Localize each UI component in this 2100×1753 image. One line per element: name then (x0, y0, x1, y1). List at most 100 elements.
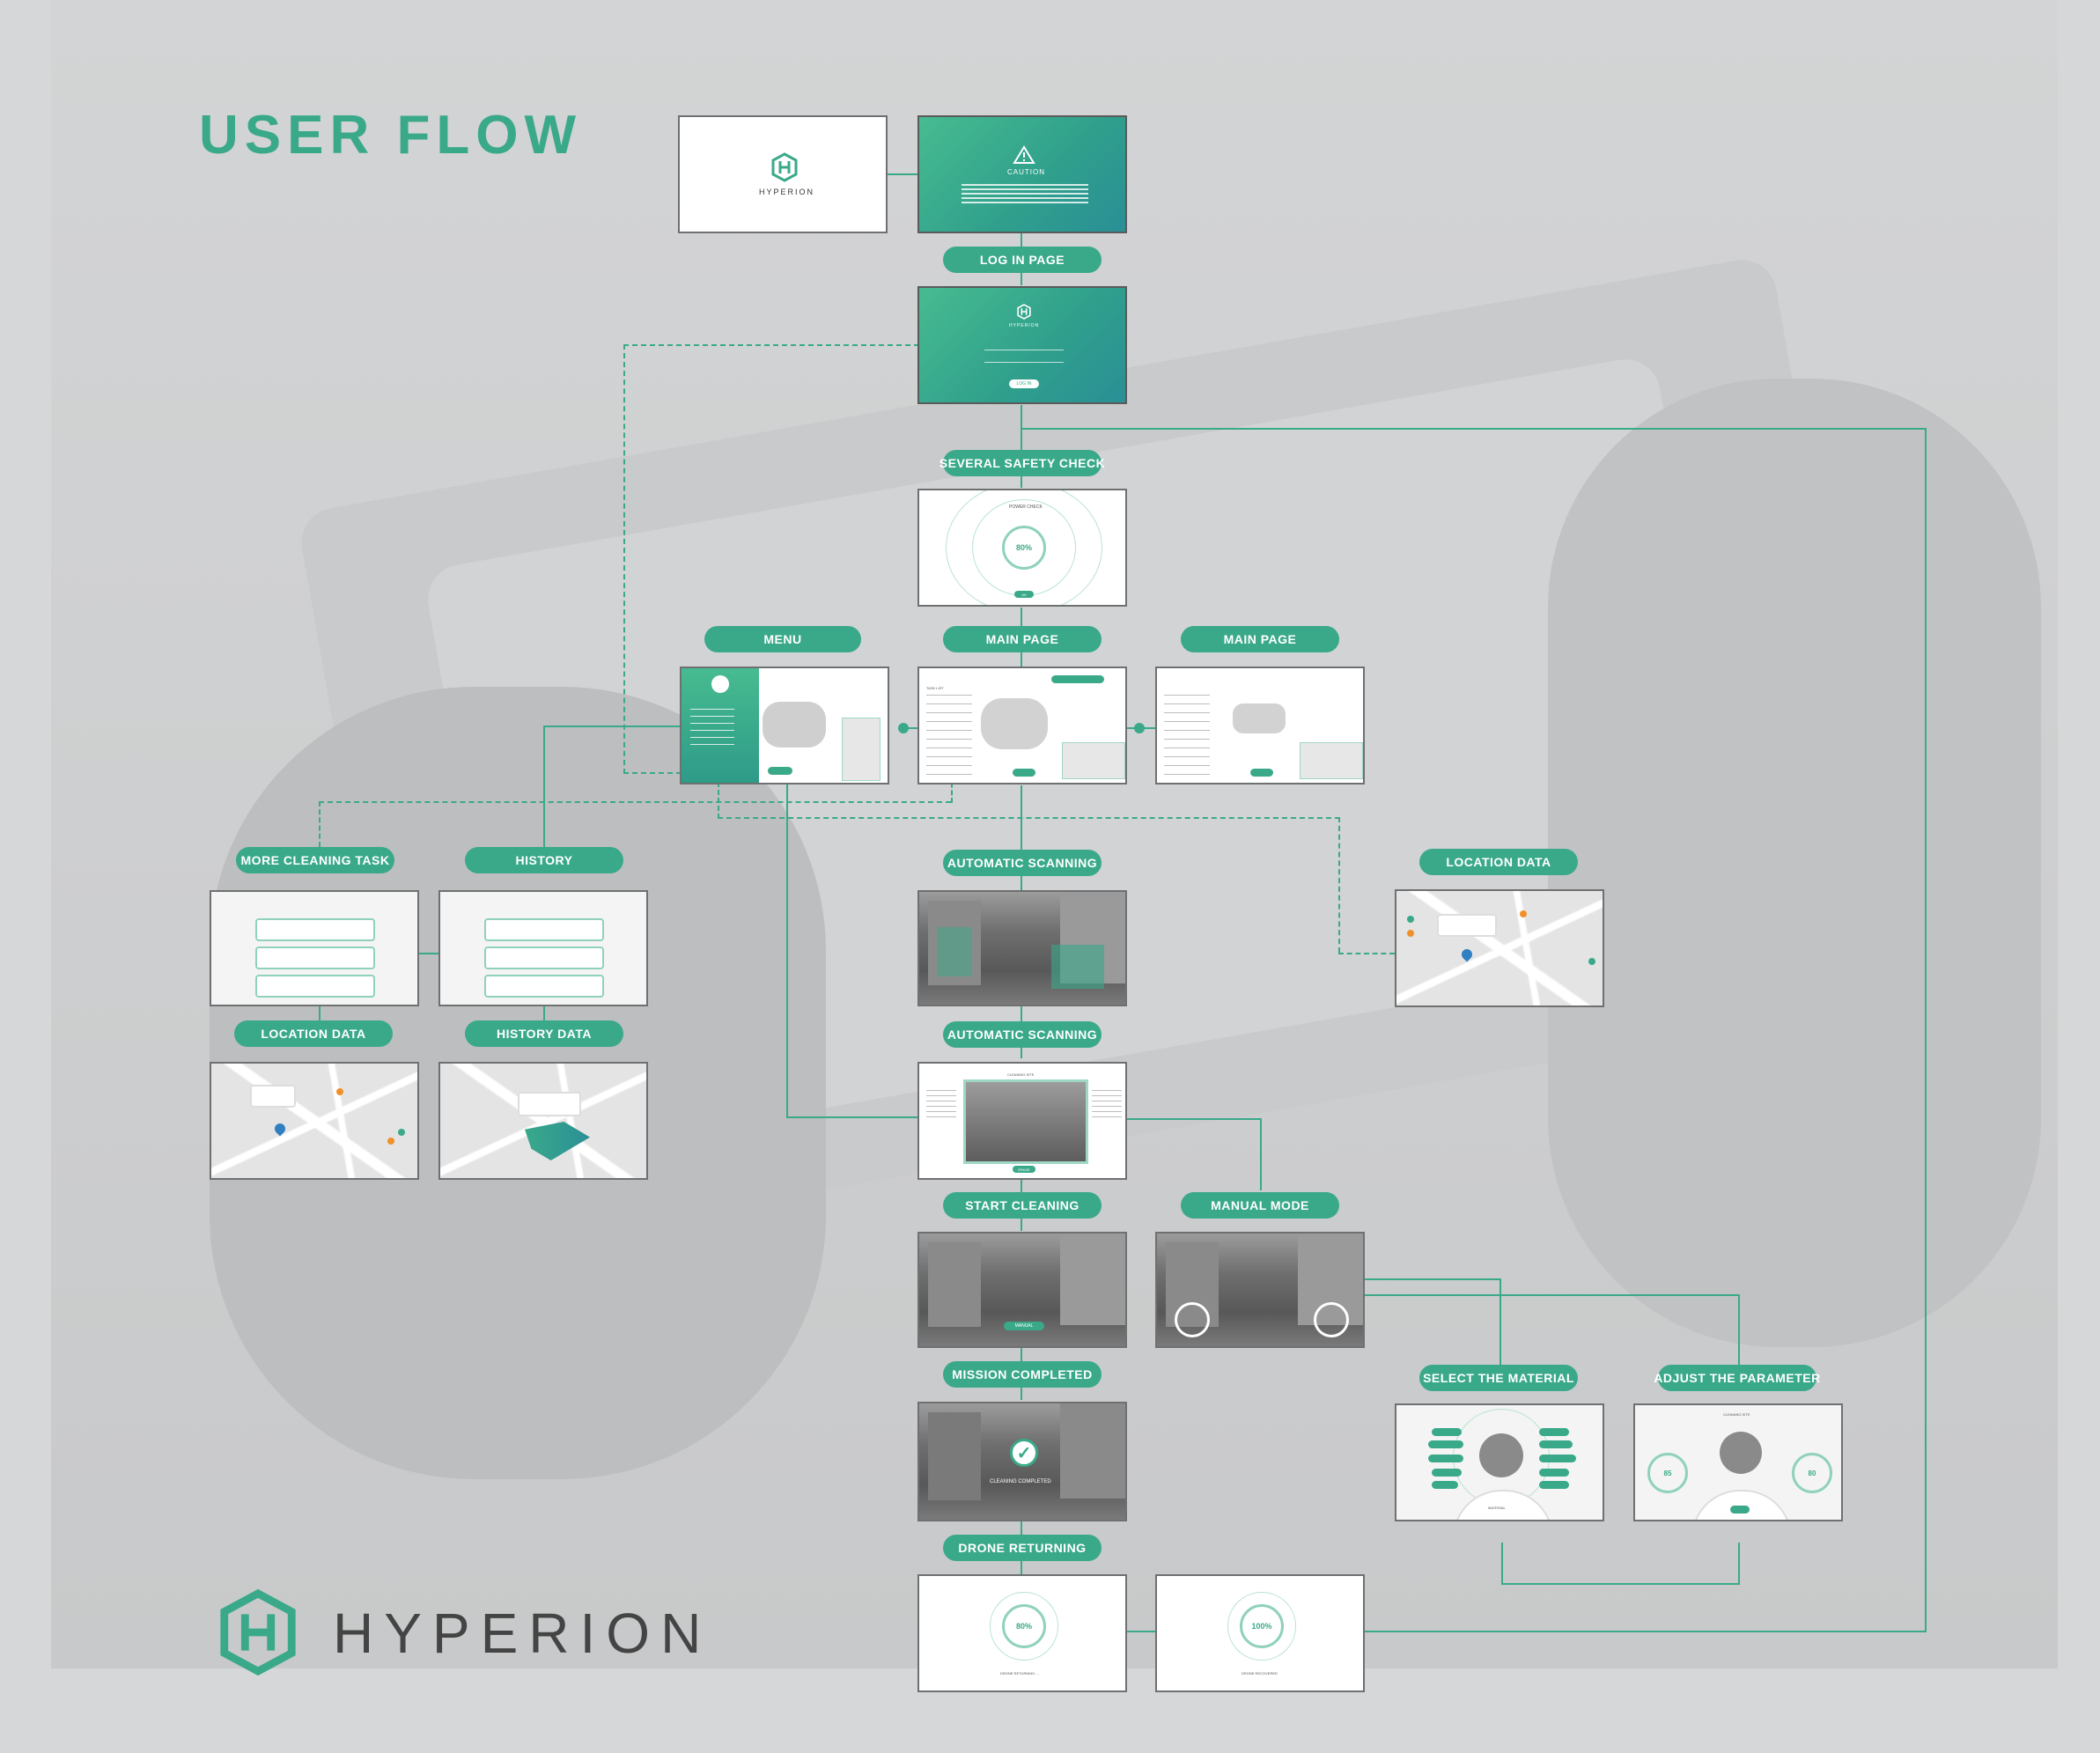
task-list[interactable] (926, 695, 972, 779)
password-field[interactable] (984, 362, 1064, 363)
splash-screen[interactable]: HYPERION (678, 115, 888, 233)
dashed-connector (1338, 953, 1395, 954)
param-dial-right[interactable]: 80 (1792, 1453, 1832, 1493)
joystick-right[interactable] (1314, 1302, 1349, 1337)
start-button[interactable] (1250, 769, 1273, 777)
material-option[interactable] (1432, 1481, 1458, 1489)
scan-overlay (1051, 945, 1104, 989)
joystick-left[interactable] (1175, 1302, 1210, 1337)
connector (786, 1116, 918, 1118)
connector (1501, 1543, 1503, 1585)
material-option[interactable] (1432, 1469, 1462, 1477)
param-dial-left[interactable]: 85 (1647, 1453, 1688, 1493)
material-option[interactable] (1539, 1481, 1569, 1489)
connector (543, 1005, 545, 1030)
map[interactable] (1396, 891, 1603, 1005)
history-data-screen (438, 1062, 648, 1180)
start-button[interactable] (1013, 769, 1035, 777)
progress-ring-outer (946, 490, 1102, 605)
label-start-cleaning: START CLEANING (943, 1192, 1102, 1219)
label-menu: MENU (704, 626, 861, 652)
material-option[interactable] (1539, 1455, 1576, 1462)
site-photo (963, 1079, 1088, 1164)
map[interactable] (440, 1064, 646, 1178)
connector (886, 173, 919, 175)
adjust-parameter-screen: CLEANING SITE 85 80 (1633, 1403, 1843, 1521)
history-card[interactable] (484, 975, 604, 998)
dashed-connector (319, 801, 321, 847)
material-option[interactable] (1428, 1440, 1463, 1448)
label-history-data: HISTORY DATA (465, 1020, 623, 1047)
status-pill (1051, 675, 1104, 683)
label-location-data-left: LOCATION DATA (234, 1020, 393, 1047)
history-card[interactable] (484, 946, 604, 969)
photo-building (1060, 1403, 1125, 1499)
start-button[interactable] (768, 767, 792, 775)
drone-returning-screen: 80% DRONE RETURNING ... (917, 1574, 1127, 1692)
menu-sidebar (682, 668, 759, 783)
material-option[interactable] (1539, 1469, 1569, 1477)
main-page-screen: TASK LIST (917, 667, 1127, 784)
return-caption-1: DRONE RETURNING ... (1000, 1671, 1039, 1676)
connector (1738, 1294, 1740, 1366)
label-manual-mode: MANUAL MODE (1181, 1192, 1339, 1219)
drone-recovered-screen: 100% DRONE RECOVERED (1155, 1574, 1365, 1692)
location-data-right-screen (1395, 889, 1604, 1007)
label-automatic-scanning-1: AUTOMATIC SCANNING (943, 850, 1102, 876)
menu-items[interactable] (690, 709, 734, 748)
task-card[interactable] (255, 918, 375, 941)
param-right-value: 80 (1808, 1469, 1816, 1477)
mini-map (842, 718, 881, 781)
connector (419, 953, 440, 954)
marker-dot (1407, 916, 1414, 923)
connector (898, 727, 919, 729)
connector (1365, 1278, 1501, 1280)
label-mission-completed: MISSION COMPLETED (943, 1361, 1102, 1388)
label-adjust-parameter: ADJUST THE PARAMETER (1654, 1365, 1820, 1391)
param-confirm-button[interactable] (1730, 1506, 1750, 1514)
mission-completed-screen: ✓ CLEANING COMPLETED (917, 1402, 1127, 1521)
background-hand-right (1548, 379, 2041, 1347)
task-list[interactable] (1164, 695, 1210, 779)
material-option[interactable] (1539, 1428, 1569, 1436)
material-option[interactable] (1432, 1428, 1462, 1436)
hexagon-logo-icon (771, 152, 798, 182)
connector (1021, 785, 1022, 891)
label-history: HISTORY (465, 847, 623, 873)
dashed-connector (718, 817, 1340, 819)
material-option[interactable] (1428, 1455, 1463, 1462)
progress-ring-inner: 100% (1240, 1604, 1284, 1648)
location-data-left-screen (210, 1062, 419, 1180)
safety-ok-button[interactable]: OK (1014, 591, 1034, 598)
vehicle-image (763, 702, 826, 748)
marker-dot (387, 1138, 394, 1145)
cleaning-site-screen: CLEANING SITE ERASE (917, 1062, 1127, 1180)
task-card[interactable] (255, 975, 375, 998)
caution-text-block (962, 184, 1088, 205)
marker-dot (336, 1088, 343, 1095)
connector (1365, 1631, 1927, 1632)
map[interactable] (211, 1064, 417, 1178)
material-option[interactable] (1539, 1440, 1573, 1448)
label-location-data-right: LOCATION DATA (1419, 849, 1578, 875)
history-screen (438, 890, 648, 1006)
label-select-material: SELECT THE MATERIAL (1419, 1365, 1578, 1391)
progress-ring-inner: 80% (1002, 526, 1046, 570)
history-card[interactable] (484, 918, 604, 941)
task-card[interactable] (255, 946, 375, 969)
photo-building (928, 1412, 981, 1500)
manual-badge[interactable]: MANUAL (1004, 1322, 1044, 1330)
scan-overlay (937, 927, 972, 976)
login-button[interactable]: LOG IN (1009, 379, 1039, 388)
dashed-connector (718, 782, 719, 819)
safety-value: 80% (1015, 543, 1032, 552)
erase-button[interactable]: ERASE (1013, 1166, 1035, 1173)
photo-building (1060, 1234, 1125, 1325)
hexagon-logo-icon (220, 1588, 296, 1676)
label-automatic-scanning-2: AUTOMATIC SCANNING (943, 1021, 1102, 1048)
login-logo-text: HYPERION (1009, 323, 1040, 328)
site-info-right (1092, 1090, 1122, 1122)
progress-ring-outer (990, 1592, 1058, 1661)
avatar (711, 675, 729, 693)
